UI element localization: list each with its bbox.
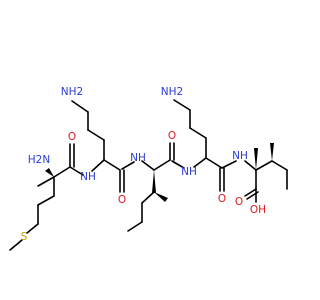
atom-lys2-carbonyl-oxygen: O [218,193,226,205]
bond [127,221,143,232]
atom-labels: H2N S O NH NH2 O NH O NH NH2 O NH O OH [21,86,266,243]
atom-acid-hydroxyl: OH [250,204,266,216]
bond [189,127,207,139]
bond [205,157,223,169]
bond-skeleton [9,99,288,251]
atom-amide-nh-2: NH [130,152,146,164]
bond [244,160,257,171]
atom-amide-nh-1: NH [80,171,96,183]
bond [103,159,121,171]
bond [271,160,288,171]
bond [193,157,207,168]
atom-n-terminal-amine: H2N [28,154,50,166]
atom-met-sulfur: S [21,231,28,243]
atom-amide-nh-4: NH [232,150,248,162]
atom-lys1-carbonyl-oxygen: O [118,194,126,206]
peptide-structure-diagram: H2N S O NH NH2 O NH O NH NH2 O NH O OH [0,0,300,300]
bond [87,129,105,141]
atom-ile1-carbonyl-oxygen: O [168,130,176,142]
atom-lys1-side-amine: NH2 [61,86,83,98]
bond [141,160,155,171]
atom-acid-carbonyl-oxygen: O [235,196,243,208]
bond [255,160,273,171]
bond [141,191,155,204]
wedge-bond [152,170,156,193]
bond [37,195,55,206]
bond [91,159,105,172]
bond [173,99,191,111]
bond [244,188,257,197]
bond [9,239,23,251]
stereo-wedges [45,143,274,202]
wedge-bond [254,148,258,170]
bond [71,100,89,113]
bond [53,166,71,178]
atom-lys2-side-amine: NH2 [161,86,183,98]
bond [69,166,84,176]
atom-met-carbonyl-oxygen: O [68,131,76,143]
bond [171,160,185,169]
wedge-bond [154,192,168,202]
canvas-background [0,0,300,300]
wedge-bond [45,168,54,177]
bond [153,159,171,171]
bond [26,223,39,234]
wedge-bond [270,143,274,161]
bond [37,176,55,187]
bond [221,160,237,169]
atom-amide-nh-3: NH [181,166,197,178]
bond [121,161,135,170]
